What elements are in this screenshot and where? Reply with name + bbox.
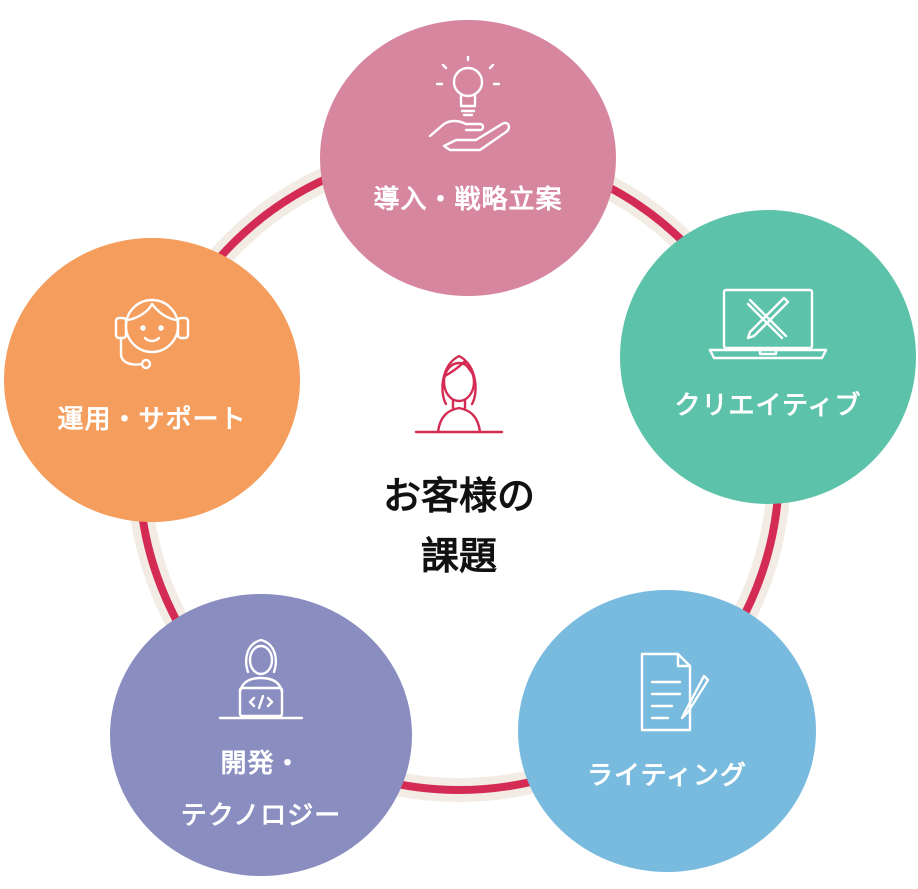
lightbulb-hand-icon: [418, 54, 518, 160]
node-dev-label-line2: テクノロジー: [180, 801, 342, 831]
developer-laptop-icon: [216, 638, 306, 724]
node-strategy-label: 導入・戦略立案: [373, 185, 563, 215]
node-strategy: 導入・戦略立案: [320, 20, 616, 296]
center-title-line1: お客様の: [382, 474, 535, 518]
laptop-pencil-ruler-icon: [708, 286, 828, 362]
node-dev: 開発・ テクノロジー: [110, 594, 412, 876]
node-writing-label: ライティング: [587, 761, 747, 791]
node-creative-label: クリエイティブ: [674, 391, 862, 421]
node-support-label: 運用・サポート: [57, 405, 247, 435]
node-creative: クリエイティブ: [620, 210, 916, 504]
headset-operator-icon: [104, 288, 200, 384]
customer-avatar-icon: [412, 346, 506, 440]
node-dev-label-line1: 開発・: [220, 749, 302, 779]
center-title-line2: 課題: [420, 534, 497, 578]
node-support: 運用・サポート: [4, 238, 300, 522]
document-pen-icon: [622, 648, 712, 738]
node-writing: ライティング: [518, 590, 816, 872]
